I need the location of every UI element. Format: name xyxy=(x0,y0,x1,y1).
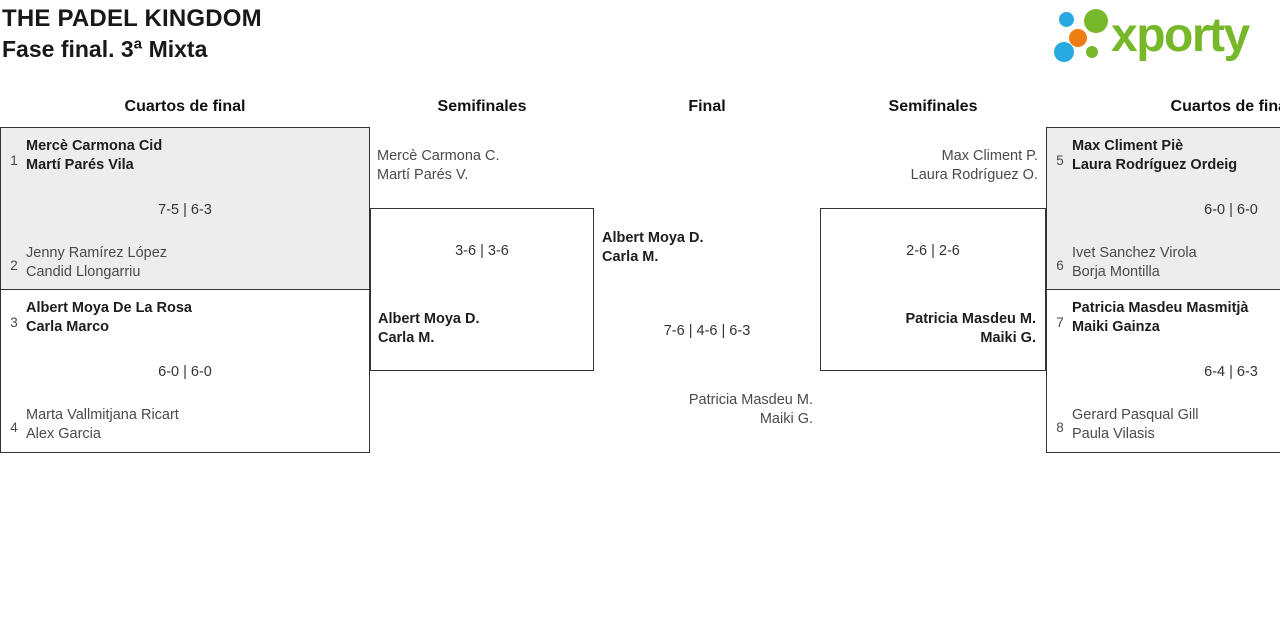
match-box-semifinal-left[interactable]: 3-6 | 3-6 Albert Moya D. Carla M. xyxy=(370,208,594,371)
player-name: Albert Moya D. xyxy=(602,230,704,246)
match-score: 6-0 | 6-0 xyxy=(158,364,212,380)
round-header-right-quarters: Cuartos de final xyxy=(1170,98,1280,115)
seed-label: 7 xyxy=(1056,315,1064,330)
match-box-quarter-5v6[interactable]: 5 Max Climent Piè Laura Rodríguez Ordeig… xyxy=(1046,127,1280,290)
team-names-right-semi-loser: Max Climent P. Laura Rodríguez O. xyxy=(820,147,1038,185)
player-name: Marta Vallmitjana Ricart xyxy=(26,407,179,423)
match-score: 3-6 | 3-6 xyxy=(455,243,509,259)
team-names-loser: Gerard Pasqual Gill Paula Vilasis xyxy=(1072,406,1199,444)
team-names-winner: Patricia Masdeu M. Maiki G. xyxy=(905,310,1036,348)
player-name: Gerard Pasqual Gill xyxy=(1072,407,1199,423)
team-names-left-semi-loser: Mercè Carmona C. Martí Parés V. xyxy=(377,147,499,185)
team-names-winner: Max Climent Piè Laura Rodríguez Ordeig xyxy=(1072,137,1237,175)
player-name: Carla Marco xyxy=(26,319,110,335)
player-name: Borja Montilla xyxy=(1072,264,1160,280)
logo-dot-orange-icon xyxy=(1069,29,1087,47)
player-name: Martí Parés Vila xyxy=(26,157,134,173)
logo-dot-green-small-icon xyxy=(1086,46,1098,58)
team-names-final-winner: Albert Moya D. Carla M. xyxy=(602,229,704,267)
player-name: Maiki Gainza xyxy=(1072,319,1160,335)
match-box-quarter-7v8[interactable]: 7 Patricia Masdeu Masmitjà Maiki Gainza … xyxy=(1046,289,1280,453)
player-name: Patricia Masdeu M. xyxy=(688,392,813,408)
team-names-winner: Albert Moya D. Carla M. xyxy=(378,310,480,348)
player-name: Albert Moya D. xyxy=(378,311,480,327)
final-match-score: 7-6 | 4-6 | 6-3 xyxy=(663,323,751,339)
logo-wordmark: xporty xyxy=(1111,9,1250,62)
player-name: Max Climent Piè xyxy=(1072,138,1184,154)
player-name: Carla M. xyxy=(602,249,659,265)
player-name: Mercè Carmona C. xyxy=(377,148,500,164)
player-name: Patricia Masdeu Masmitjà xyxy=(1072,300,1249,316)
match-score: 7-5 | 6-3 xyxy=(158,202,212,218)
player-name: Albert Moya De La Rosa xyxy=(26,300,192,316)
player-name: Martí Parés V. xyxy=(377,167,469,183)
tournament-title: THE PADEL KINGDOM xyxy=(2,5,262,32)
logo-dot-green-large-icon xyxy=(1084,9,1108,33)
seed-label: 3 xyxy=(10,315,18,330)
player-name: Paula Vilasis xyxy=(1072,426,1155,442)
player-name: Carla M. xyxy=(378,330,435,346)
player-name: Candid Llongarriu xyxy=(26,264,141,280)
round-header-left-quarters: Cuartos de final xyxy=(124,98,246,115)
seed-label: 1 xyxy=(10,153,18,168)
team-names-loser: Marta Vallmitjana Ricart Alex Garcia xyxy=(26,406,179,444)
player-name: Laura Rodríguez Ordeig xyxy=(1072,157,1238,173)
team-names-loser: Ivet Sanchez Virola Borja Montilla xyxy=(1072,244,1197,282)
player-name: Alex Garcia xyxy=(26,426,101,442)
tournament-subtitle: Fase final. 3ª Mixta xyxy=(2,36,208,62)
round-header-left-semis: Semifinales xyxy=(437,98,527,115)
seed-label: 2 xyxy=(10,258,18,273)
match-box-quarter-3v4[interactable]: 3 Albert Moya De La Rosa Carla Marco 6-0… xyxy=(0,289,370,453)
logo-dot-blue-large-icon xyxy=(1054,42,1074,62)
team-names-winner: Mercè Carmona Cid Martí Parés Vila xyxy=(26,137,162,175)
match-score: 6-4 | 6-3 xyxy=(1204,364,1258,380)
player-name: Patricia Masdeu M. xyxy=(905,311,1036,327)
match-box-quarter-1v2[interactable]: 1 Mercè Carmona Cid Martí Parés Vila 7-5… xyxy=(0,127,370,290)
seed-label: 5 xyxy=(1056,153,1064,168)
player-name: Mercè Carmona Cid xyxy=(26,138,163,154)
round-header-final: Final xyxy=(688,98,726,115)
player-name: Jenny Ramírez López xyxy=(26,245,168,261)
team-names-winner: Patricia Masdeu Masmitjà Maiki Gainza xyxy=(1072,299,1249,337)
seed-label: 6 xyxy=(1056,258,1064,273)
team-names-winner: Albert Moya De La Rosa Carla Marco xyxy=(26,299,192,337)
seed-label: 8 xyxy=(1056,420,1064,435)
match-score: 6-0 | 6-0 xyxy=(1204,202,1258,218)
round-header-right-semis: Semifinales xyxy=(888,98,978,115)
logo-dot-blue-small-icon xyxy=(1059,12,1074,27)
player-name: Maiki G. xyxy=(759,411,813,427)
xporty-logo[interactable]: xporty xyxy=(1045,0,1280,75)
match-box-semifinal-right[interactable]: 2-6 | 2-6 Patricia Masdeu M. Maiki G. xyxy=(820,208,1046,371)
match-score: 2-6 | 2-6 xyxy=(906,243,960,259)
player-name: Maiki G. xyxy=(980,330,1036,346)
player-name: Ivet Sanchez Virola xyxy=(1072,245,1197,261)
seed-label: 4 xyxy=(10,420,18,435)
team-names-final-loser: Patricia Masdeu M. Maiki G. xyxy=(594,391,813,429)
page-title: THE PADEL KINGDOM Fase final. 3ª Mixta xyxy=(2,3,262,64)
player-name: Laura Rodríguez O. xyxy=(910,167,1038,183)
team-names-loser: Jenny Ramírez López Candid Llongarriu xyxy=(26,244,167,282)
player-name: Max Climent P. xyxy=(941,148,1038,164)
